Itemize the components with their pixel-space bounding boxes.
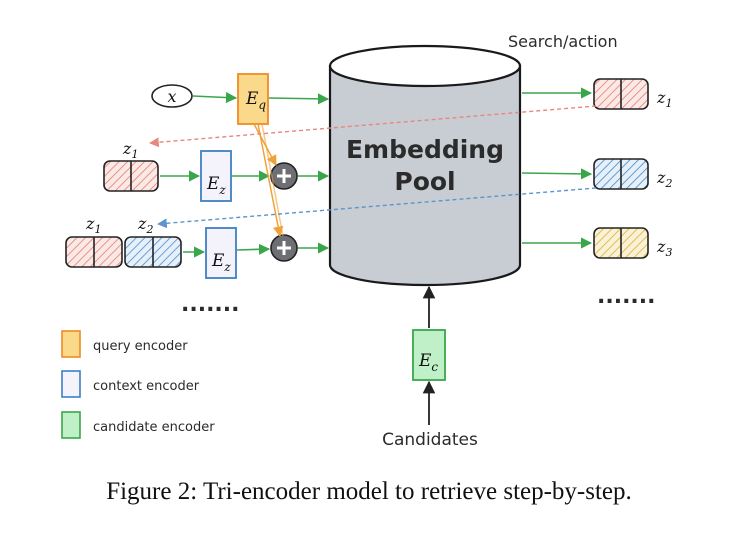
context-token-z2-row2 [124,236,182,268]
eq-base: E [245,89,259,109]
legend-candidate-label: candidate encoder [93,420,215,435]
output-token-z1 [593,78,649,110]
embedding-pool: Embedding Pool [328,44,522,287]
svg-text:Ec: Ec [418,351,438,374]
row2-z2-base: z [137,214,147,233]
input-x-label: x [167,87,176,106]
green-arrows [160,87,593,258]
query-encoder: Eq [237,73,269,125]
legend-context-swatch [61,370,81,398]
context-encoder-2: Ez [205,227,237,279]
context-encoder-1: Ez [200,150,232,202]
svg-text:z2: z2 [137,214,153,236]
ez2-base: E [211,251,225,271]
pool-label-line2: Pool [394,167,455,196]
svg-text:z2: z2 [656,168,672,190]
ez1-sub: z [218,183,226,197]
svg-text:Ez: Ez [211,251,231,274]
legend-query-swatch [61,330,81,358]
left-ellipsis: ....... [181,292,240,317]
row1-z1-base: z [122,139,132,158]
out-z3-sub: 3 [665,246,672,259]
out-z3-base: z [656,237,666,256]
plus-node-1 [270,162,298,190]
ez2-sub: z [223,260,231,274]
candidate-encoder: Ec [412,329,446,381]
input-x-node [151,84,193,108]
svg-text:z1: z1 [656,88,672,110]
context-token-z1-row1 [103,160,159,192]
output-token-z3 [593,227,649,259]
right-ellipsis: ....... [597,284,656,309]
arrow-eq-to-plus2 [257,123,284,238]
arrow-pool-to-z2 [521,168,593,180]
svg-text:z1: z1 [122,139,138,161]
arrow-eq-to-plus1 [253,123,277,166]
out-z2-base: z [656,168,666,187]
eq-sub: q [258,98,266,112]
svg-text:z3: z3 [656,237,672,259]
svg-text:z1: z1 [85,214,101,236]
context-token-z1-row2 [65,236,123,268]
row2-z2-sub: 2 [145,223,153,236]
dashed-arrow-z2-feedback [157,187,597,229]
row2-z1-sub: 1 [94,223,101,236]
ec-base: E [418,351,432,371]
pool-label-line1: Embedding [346,135,504,164]
search-action-label: Search/action [508,32,618,51]
arrow-eq-to-plus2-b [261,123,284,237]
legend-context-label: context encoder [93,379,200,394]
orange-arrows [253,123,284,238]
out-z1-sub: 1 [665,97,672,110]
legend: query encoder context encoder candidate … [61,330,215,439]
out-z1-base: z [656,88,666,107]
ec-sub: c [431,360,438,374]
dashed-arrow-z1-feedback [149,105,597,148]
legend-candidate-swatch [61,411,81,439]
out-z2-sub: 2 [664,177,672,190]
arrow-eq-to-pool [268,93,330,105]
row1-z1-sub: 1 [131,148,138,161]
figure-caption: Figure 2: Tri-encoder model to retrieve … [106,478,632,505]
arrow-ez2-to-plus [236,243,271,255]
candidates-label: Candidates [382,430,478,450]
tri-encoder-diagram: Embedding Pool Search/action x Eq Ez Ez … [61,32,672,450]
row2-z1-base: z [85,214,95,233]
ez1-base: E [206,174,220,194]
arrow-x-to-eq [192,91,238,104]
legend-query-label: query encoder [93,339,188,354]
plus-node-2 [270,234,298,262]
svg-text:Eq: Eq [245,89,266,112]
output-token-z2 [593,158,649,190]
svg-text:Ez: Ez [206,174,226,197]
